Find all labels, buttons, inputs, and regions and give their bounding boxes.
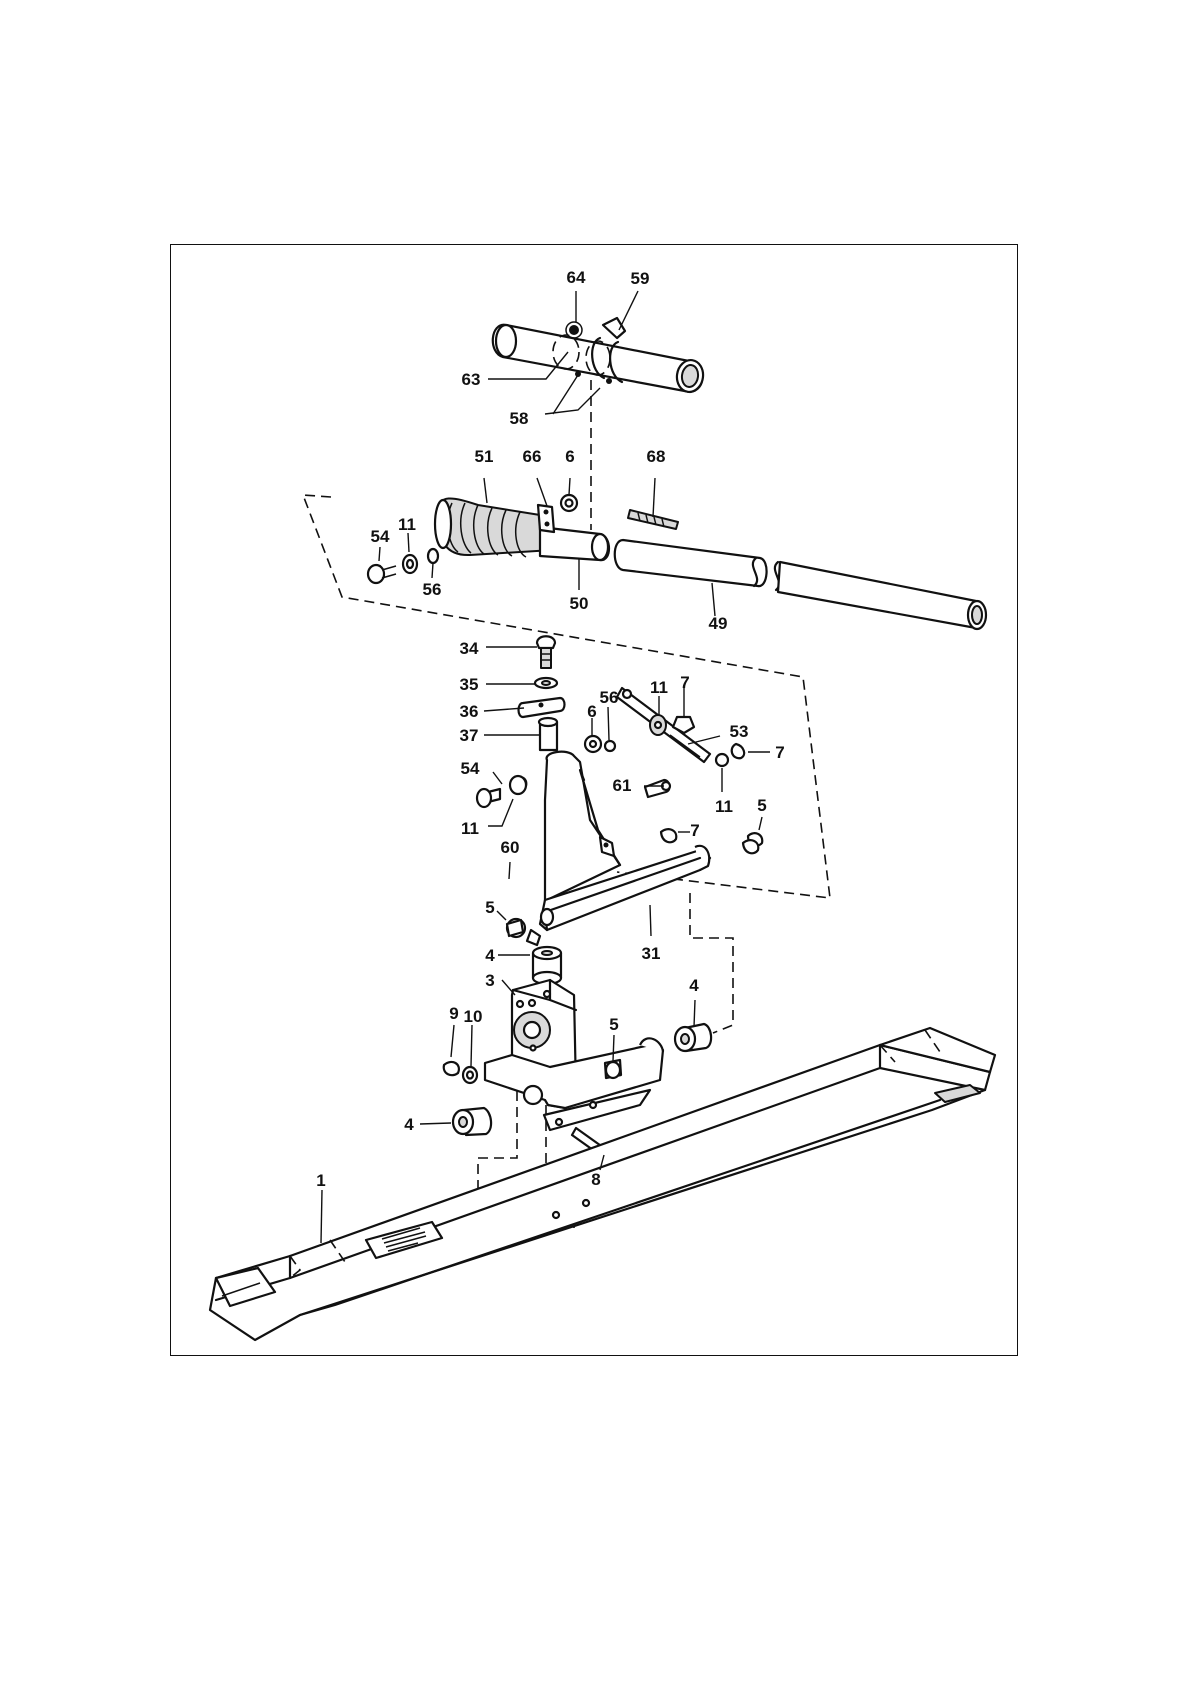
part-label-11c: 11 [461,819,479,838]
part-label-60: 60 [501,838,520,857]
part-label-5: 5 [757,796,766,815]
part-label-31: 31 [642,944,661,963]
part-label-1: 1 [316,1171,325,1190]
part-label-7: 7 [680,673,689,692]
part-label-49: 49 [709,614,728,633]
bracket-31 [507,752,710,945]
part-label-54: 54 [371,527,390,546]
part-label-56: 56 [423,580,442,599]
part-label-61: 61 [613,776,632,795]
part-label-51: 51 [475,447,494,466]
part-label-66: 66 [523,447,542,466]
part-label-9: 9 [449,1004,458,1023]
part-label-8: 8 [591,1170,600,1189]
part-label-58: 58 [510,409,529,428]
part-label-10: 10 [464,1007,483,1026]
part-label-5b: 5 [485,898,494,917]
part-label-4: 4 [485,946,495,965]
part-label-35: 35 [460,675,479,694]
part-label-11b: 11 [650,678,668,697]
part-label-4c: 4 [404,1115,414,1134]
part-label-68: 68 [647,447,666,466]
part-label-59: 59 [631,269,650,288]
part-label-63: 63 [462,370,481,389]
pivot-hardware [519,636,565,750]
part-label-7b: 7 [775,743,784,762]
part-label-5c: 5 [609,1015,618,1034]
shaft-assembly [368,495,986,629]
part-label-50: 50 [570,594,589,613]
part-label-7c: 7 [690,821,699,840]
part-label-3: 3 [485,971,494,990]
part-label-56b: 56 [600,688,619,707]
part-label-34: 34 [460,639,479,658]
part-label-11: 11 [398,515,416,534]
part-label-54b: 54 [461,759,480,778]
part-label-4b: 4 [689,976,699,995]
part-label-64: 64 [567,268,586,287]
part-label-6: 6 [565,447,574,466]
part-label-36: 36 [460,702,479,721]
part-label-37: 37 [460,726,479,745]
part-label-6b: 6 [587,702,596,721]
part-label-11d: 11 [715,797,733,816]
part-label-53: 53 [730,722,749,741]
top-tube-assembly [493,318,705,394]
